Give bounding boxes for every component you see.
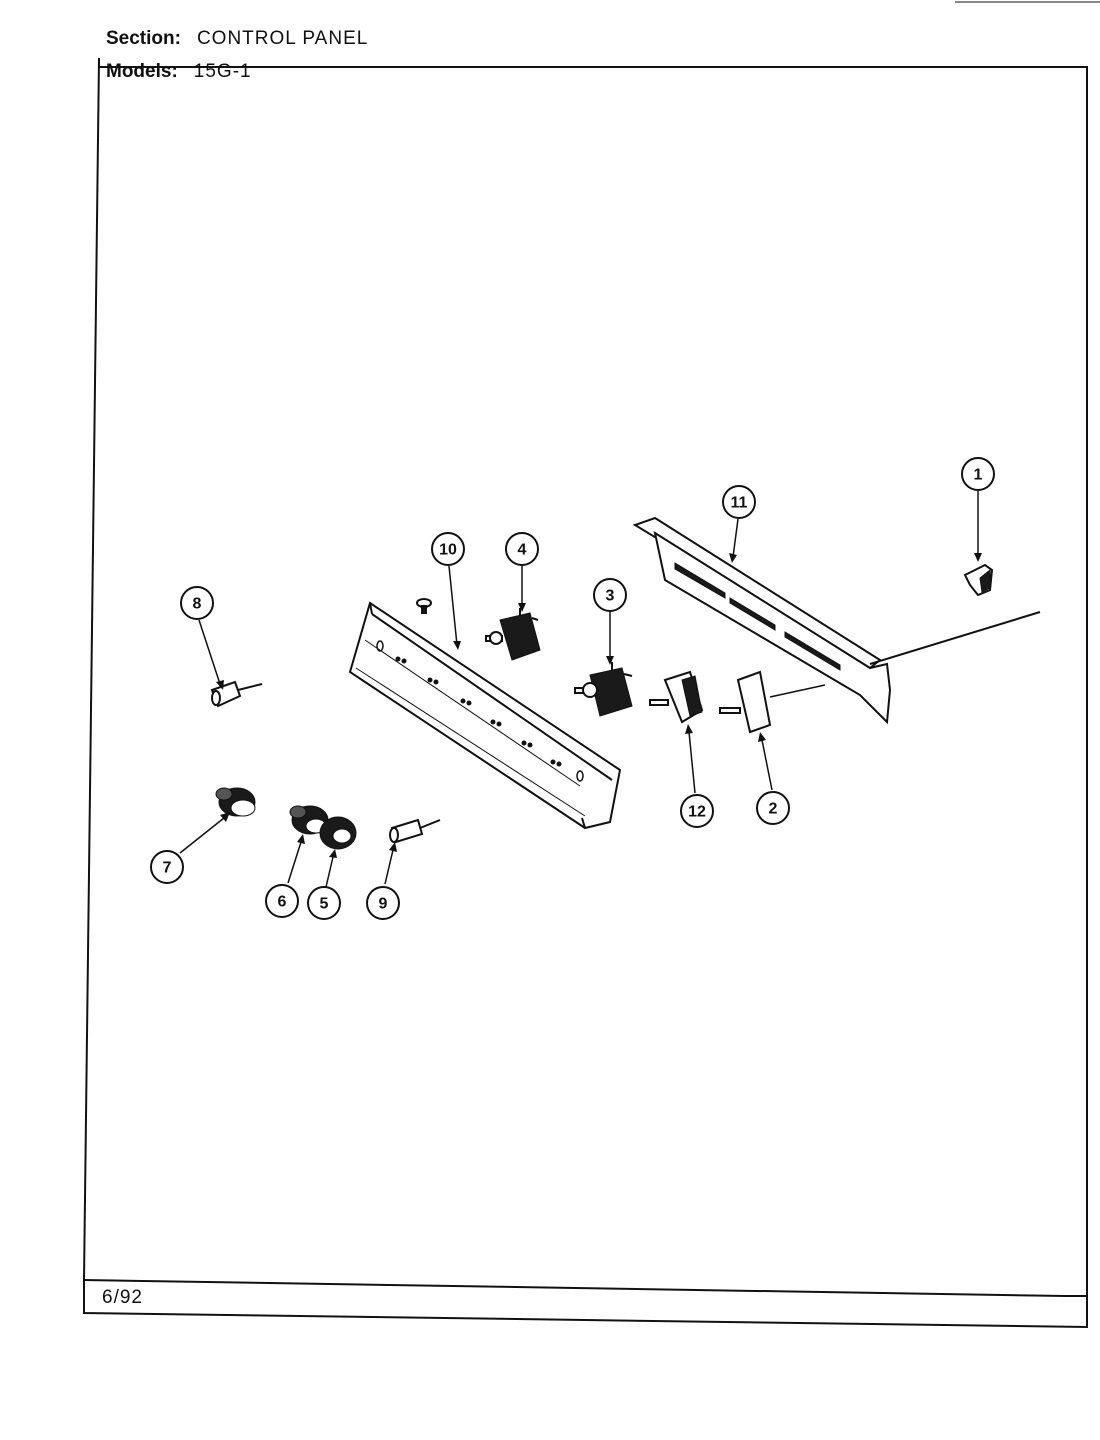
svg-text:8: 8 — [193, 596, 202, 613]
callout-1: 1 — [961, 457, 995, 491]
callout-12: 12 — [680, 794, 714, 828]
switch-part-3 — [574, 662, 633, 717]
section-label: Section: — [106, 28, 181, 49]
svg-text:6: 6 — [278, 894, 287, 911]
svg-text:2: 2 — [769, 801, 778, 818]
svg-text:5: 5 — [320, 896, 329, 913]
svg-text:4: 4 — [518, 542, 527, 559]
rear-bracket-part — [632, 516, 1041, 725]
sleeve-part-9 — [389, 818, 441, 844]
callout-9: 9 — [366, 886, 400, 920]
svg-text:3: 3 — [606, 588, 615, 605]
section-heading: Section: CONTROL PANEL — [106, 28, 368, 50]
knob-part-7 — [215, 787, 256, 817]
switch-part-4 — [485, 608, 541, 661]
svg-text:12: 12 — [688, 804, 706, 821]
callout-4: 4 — [505, 532, 539, 566]
diagram-frame — [83, 1, 1100, 1329]
callout-7: 7 — [150, 850, 184, 884]
svg-text:1: 1 — [974, 467, 983, 484]
sleeve-part-8 — [210, 680, 263, 708]
callout-10: 10 — [431, 532, 465, 566]
callout-6: 6 — [265, 884, 299, 918]
knob-part-5 — [319, 816, 357, 850]
section-value: CONTROL PANEL — [196, 28, 369, 49]
callout-8: 8 — [180, 586, 214, 620]
svg-text:10: 10 — [439, 542, 457, 559]
leader-lines — [179, 491, 982, 888]
control-panel-part — [348, 601, 622, 830]
clip-part — [963, 563, 994, 597]
svg-text:11: 11 — [731, 495, 748, 512]
callout-2: 2 — [756, 791, 790, 825]
screw-part — [416, 598, 432, 614]
rotary-switch-part — [649, 670, 704, 724]
svg-text:7: 7 — [163, 860, 172, 877]
switch-block-part — [719, 670, 826, 734]
svg-text:9: 9 — [379, 896, 388, 913]
callout-11: 11 — [722, 485, 756, 519]
callout-5: 5 — [307, 886, 341, 920]
callout-3: 3 — [593, 578, 627, 612]
revision-date: 6/92 — [102, 1287, 143, 1308]
